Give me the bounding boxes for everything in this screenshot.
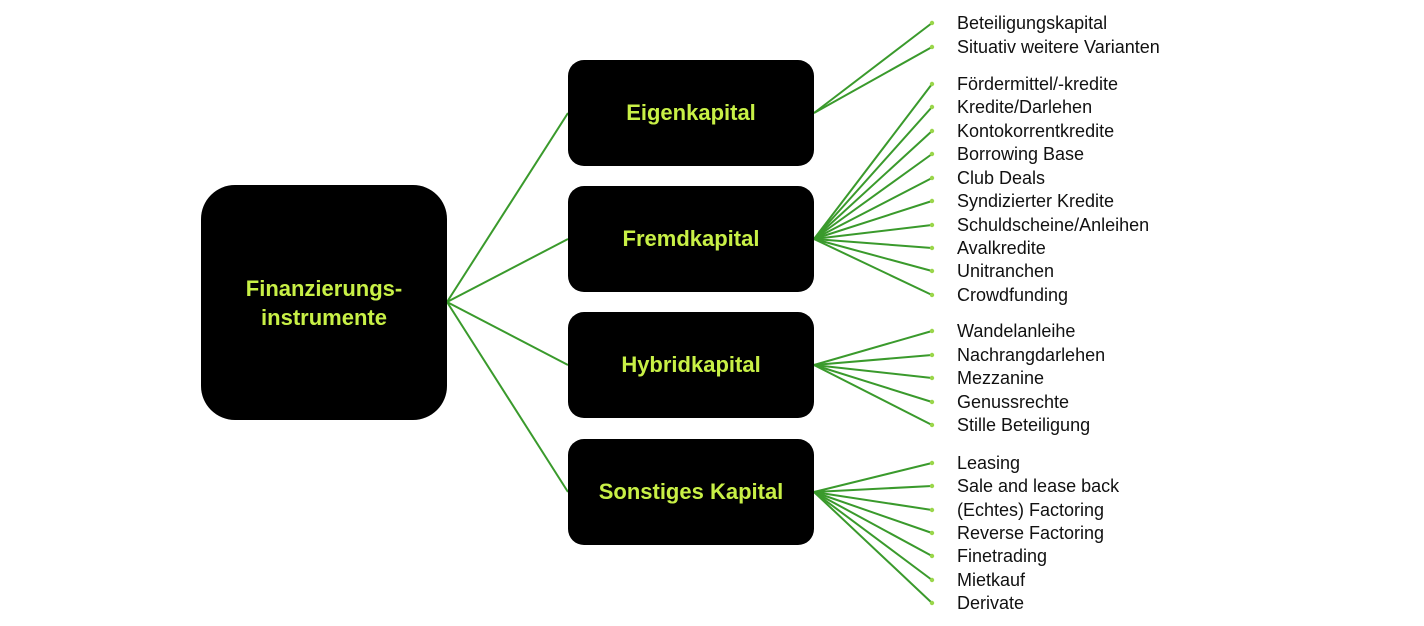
leaf-bullet xyxy=(929,175,935,181)
leaf-item: Crowdfunding xyxy=(957,285,1069,305)
category-fremdkapital: Fremdkapital xyxy=(568,186,814,292)
leaf-connector xyxy=(813,485,933,493)
leaf-bullet xyxy=(929,20,935,26)
leaf-item: Reverse Factoring xyxy=(957,523,1105,543)
category-label: Fremdkapital xyxy=(622,226,760,251)
leaf-connector xyxy=(813,83,933,240)
leaf-connector xyxy=(813,22,933,114)
leaf-item: Genussrechte xyxy=(957,392,1070,412)
root-connector xyxy=(446,238,569,303)
leaf-connector xyxy=(813,491,933,581)
root-connector xyxy=(446,301,569,366)
leaf-item: Mietkauf xyxy=(957,570,1026,590)
leaf-bullet xyxy=(929,222,935,228)
category-eigenkapital: Eigenkapital xyxy=(568,60,814,166)
leaf-item: Derivate xyxy=(957,593,1025,613)
leaf-connector xyxy=(813,238,933,272)
leaf-bullet xyxy=(929,530,935,536)
leaf-connector xyxy=(813,462,933,493)
leaf-connector xyxy=(813,238,933,296)
category-label: Sonstiges Kapital xyxy=(598,479,784,504)
leaf-item: (Echtes) Factoring xyxy=(957,500,1105,520)
leaf-connector xyxy=(813,177,933,240)
leaf-bullet xyxy=(929,352,935,358)
leaf-bullet xyxy=(929,104,935,110)
leaf-item: Fördermittel/-kredite xyxy=(957,74,1119,94)
leaf-bullet xyxy=(929,483,935,489)
leaf-item: Kontokorrentkredite xyxy=(957,121,1115,141)
leaf-item: Beteiligungskapital xyxy=(957,13,1108,33)
leaf-bullet xyxy=(929,600,935,606)
leaf-item: Leasing xyxy=(957,453,1021,473)
root-node: Finanzierungs- instrumente xyxy=(201,185,447,420)
leaf-connector xyxy=(813,491,933,534)
leaf-connector xyxy=(813,238,933,249)
category-label: Eigenkapital xyxy=(626,100,756,125)
leaf-connector xyxy=(813,106,933,240)
leaf-bullet xyxy=(929,460,935,466)
category-hybridkapital: Hybridkapital xyxy=(568,312,814,418)
leaf-bullet xyxy=(929,81,935,87)
leaf-connector xyxy=(813,200,933,240)
leaf-bullet xyxy=(929,44,935,50)
leaf-item: Kredite/Darlehen xyxy=(957,97,1093,117)
leaf-item: Sale and lease back xyxy=(957,476,1120,496)
leaf-connector xyxy=(813,354,933,366)
leaf-item: Wandelanleihe xyxy=(957,321,1076,341)
leaf-item: Club Deals xyxy=(957,168,1046,188)
leaf-connector xyxy=(813,364,933,379)
leaf-bullet xyxy=(929,245,935,251)
leaf-bullet xyxy=(929,328,935,334)
leaf-bullet xyxy=(929,553,935,559)
category-sonstiges-kapital: Sonstiges Kapital xyxy=(568,439,814,545)
leaf-connector xyxy=(813,153,933,240)
root-connector xyxy=(446,112,569,303)
leaf-connector xyxy=(813,491,933,557)
leaf-connector xyxy=(813,491,933,604)
leaf-bullet xyxy=(929,399,935,405)
leaf-bullet xyxy=(929,198,935,204)
leaf-item: Stille Beteiligung xyxy=(957,415,1091,435)
leaf-item: Situativ weitere Varianten xyxy=(957,37,1160,57)
leaf-bullet xyxy=(929,151,935,157)
leaf-bullet xyxy=(929,292,935,298)
category-label: Hybridkapital xyxy=(621,352,761,377)
leaf-item: Nachrangdarlehen xyxy=(957,345,1106,365)
leaf-bullet xyxy=(929,375,935,381)
leaf-item: Unitranchen xyxy=(957,261,1055,281)
leaf-bullet xyxy=(929,577,935,583)
leaf-connector xyxy=(813,46,933,114)
leaf-bullet xyxy=(929,422,935,428)
root-label: Finanzierungs- instrumente xyxy=(245,275,403,330)
leaf-item: Syndizierter Kredite xyxy=(957,191,1115,211)
leaf-item: Avalkredite xyxy=(957,238,1046,258)
leaf-item: Mezzanine xyxy=(957,368,1045,388)
leaf-connector xyxy=(813,491,933,511)
leaf-connector xyxy=(813,364,933,426)
leaf-connector xyxy=(813,364,933,403)
leaf-bullet xyxy=(929,268,935,274)
leaf-connector xyxy=(813,130,933,240)
leaf-item: Schuldscheine/Anleihen xyxy=(957,215,1150,235)
leaf-item: Borrowing Base xyxy=(957,144,1085,164)
root-connector xyxy=(446,301,569,493)
leaf-connector xyxy=(813,224,933,240)
leaf-item: Finetrading xyxy=(957,546,1048,566)
leaf-bullet xyxy=(929,507,935,513)
leaf-connector xyxy=(813,330,933,366)
leaf-bullet xyxy=(929,128,935,134)
